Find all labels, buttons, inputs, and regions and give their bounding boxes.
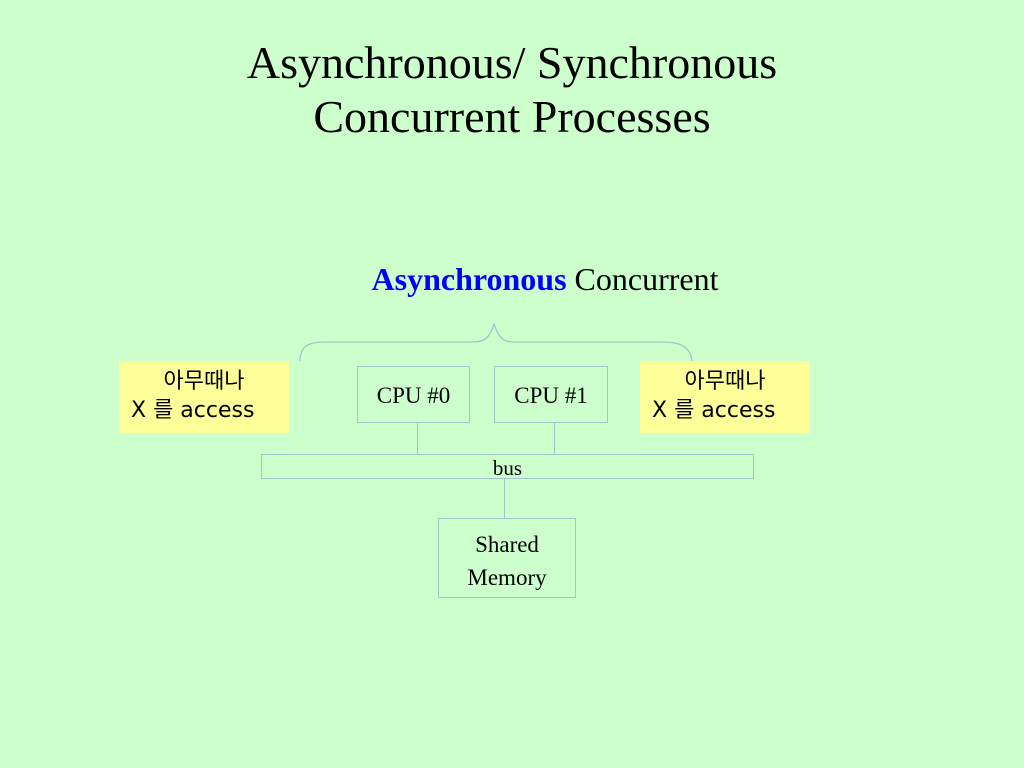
shared-memory-line-1: Shared [475, 532, 539, 557]
cpu-0-bus-connector [417, 423, 418, 454]
diagram-heading: Asynchronous Concurrent [300, 259, 790, 299]
cpu-0-label: CPU #0 [376, 383, 451, 408]
note-right-line-2: X 를 access [652, 398, 776, 423]
note-left: 아무때나 X 를 access [119, 361, 289, 433]
note-right: 아무때나 X 를 access [640, 361, 810, 433]
cpu-1-label: CPU #1 [514, 383, 588, 408]
cpu-0-box: CPU #0 [357, 366, 470, 423]
slide-title: Asynchronous/ Synchronous Concurrent Pro… [0, 36, 1024, 144]
diagram-heading-rest: Concurrent [574, 261, 719, 297]
note-left-line-2: X 를 access [131, 398, 255, 423]
bus-label: bus [492, 456, 523, 480]
curly-brace [299, 321, 693, 362]
shared-memory-box: Shared Memory [438, 518, 576, 598]
shared-memory-line-2: Memory [467, 565, 547, 590]
note-left-line-1: 아무때나 [163, 369, 245, 394]
note-right-line-1: 아무때나 [684, 369, 766, 394]
slide-title-line-1: Asynchronous/ Synchronous [246, 37, 778, 88]
slide-title-line-2: Concurrent Processes [313, 91, 711, 142]
bus-memory-connector [504, 479, 505, 518]
bus-box: bus [261, 454, 754, 480]
cpu-1-bus-connector [554, 423, 555, 454]
diagram-heading-emphasis: Asynchronous [371, 261, 567, 297]
cpu-1-box: CPU #1 [494, 366, 608, 423]
